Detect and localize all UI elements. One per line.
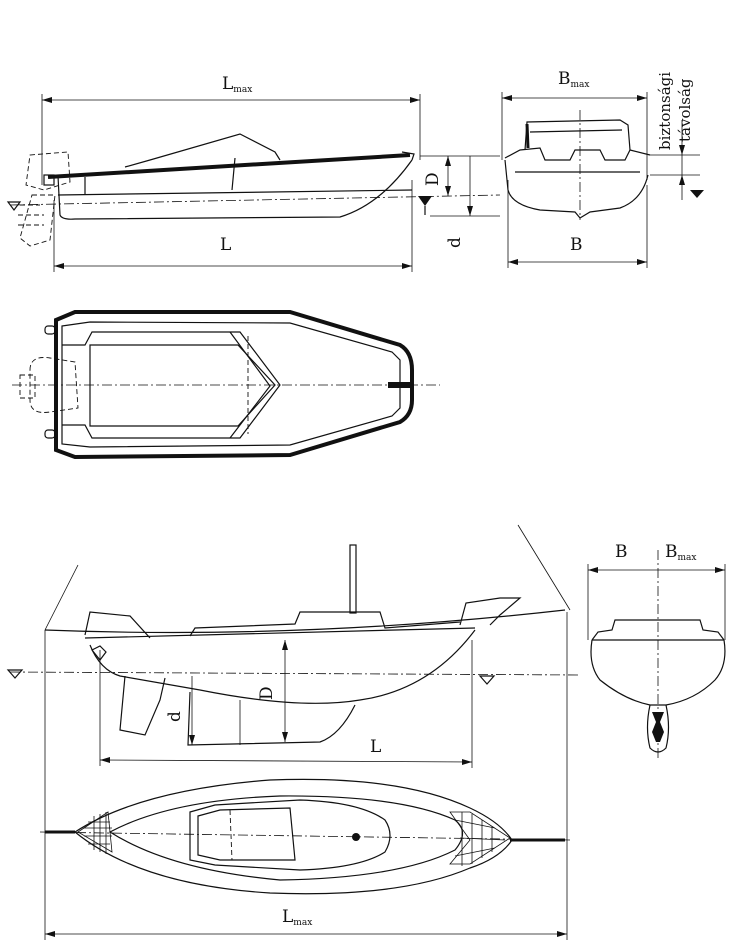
sailboat-l-dimension-line bbox=[99, 759, 473, 763]
motorboat-front-cabin bbox=[524, 119, 631, 151]
sailboat-waterline bbox=[9, 671, 581, 676]
sailboat-front-hull bbox=[590, 639, 726, 706]
sailboat-top-cabin bbox=[189, 799, 391, 871]
motorboat-b-label: B bbox=[570, 235, 583, 255]
motorboat-depth-label: D bbox=[423, 172, 443, 186]
sailboat-b-label: B bbox=[615, 542, 628, 562]
motorboat-top-motor bbox=[29, 357, 79, 413]
sailboat-keel bbox=[187, 691, 356, 746]
sailboat-cabin bbox=[189, 611, 461, 637]
sailboat-sheer-line bbox=[44, 609, 566, 634]
sailboat-stern-pulpit bbox=[84, 611, 151, 639]
motorboat-top-view bbox=[12, 310, 440, 460]
sailboat-rigging-aft bbox=[44, 564, 79, 631]
sailboat-bow-pulpit bbox=[459, 597, 522, 626]
sailboat-depth-label: D bbox=[257, 686, 277, 700]
sailboat-top-view: Lmax bbox=[39, 778, 571, 937]
sailboat-stern-net bbox=[84, 812, 112, 854]
motorboat-lmax-label: Lmax bbox=[222, 74, 252, 95]
motorboat-front-hull bbox=[504, 159, 649, 219]
sailboat-rigging-fore bbox=[517, 524, 571, 611]
motorboat-draft-label: d bbox=[445, 237, 465, 248]
safety-distance-label-2: távolság bbox=[676, 78, 694, 142]
motorboat-top-cockpit bbox=[89, 344, 276, 427]
sailboat-bow-net bbox=[454, 812, 506, 866]
motorboat-l-label: L bbox=[220, 235, 231, 255]
motorboat-hull-outline bbox=[57, 159, 413, 220]
sailboat-front-keel bbox=[646, 704, 670, 753]
motorboat-outboard-motor bbox=[25, 151, 71, 191]
sailboat-top-mast-step bbox=[352, 833, 360, 841]
sailboat-bmax-label: Bmax bbox=[665, 542, 696, 563]
sailboat-l-label: L bbox=[370, 737, 381, 757]
motorboat-windscreen bbox=[124, 133, 281, 168]
sailboat-front-cabin bbox=[591, 619, 725, 641]
sailboat-lmax-label: Lmax bbox=[282, 907, 312, 928]
motorboat-gunwale bbox=[47, 153, 411, 179]
sailboat-top-deck bbox=[73, 778, 513, 895]
sailboat-rudder bbox=[119, 675, 166, 736]
sailboat-front-view: B Bmax bbox=[587, 542, 726, 760]
motorboat-front-view: Bmax B biztonsági távolság bbox=[501, 69, 704, 268]
motorboat-bmax-label: Bmax bbox=[558, 69, 589, 90]
motorboat-side-view: Lmax L D d bbox=[6, 74, 501, 272]
sailboat-hull bbox=[89, 629, 476, 704]
motorboat-waterline bbox=[9, 194, 501, 206]
motorboat-top-hull bbox=[54, 310, 414, 460]
sailboat-side-view: D d L bbox=[6, 524, 581, 940]
sailboat-draft-label: d bbox=[165, 711, 185, 722]
sailboat-mast bbox=[349, 544, 357, 614]
safety-distance-label-1: biztonsági bbox=[656, 72, 674, 150]
